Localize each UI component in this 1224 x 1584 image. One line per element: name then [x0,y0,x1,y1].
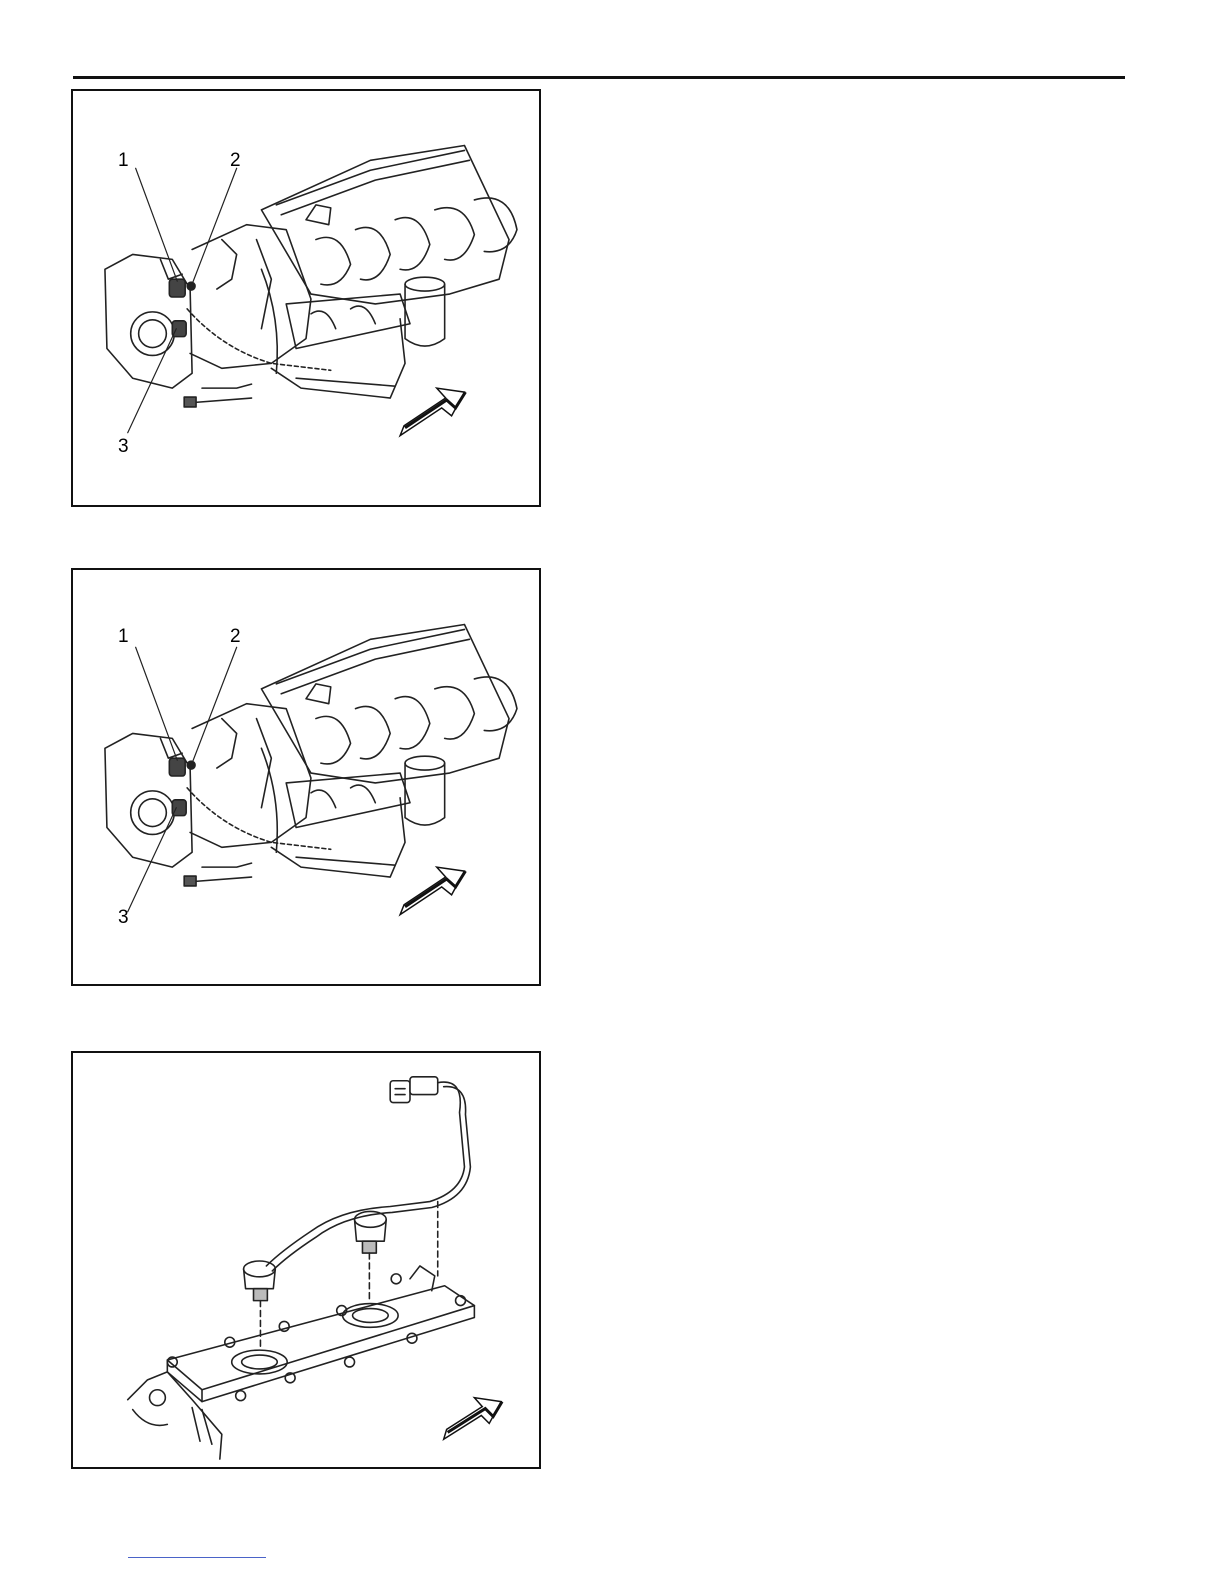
callout-2: 2 [230,151,241,170]
callout-3: 3 [118,437,129,456]
footer-link-underline[interactable] [128,1557,266,1558]
front-direction-arrow [444,1398,502,1440]
engine-illustration [73,91,539,505]
figure-2-engine-side-view: 1 2 3 [71,568,541,986]
header-rule [73,76,1125,79]
callout-2: 2 [230,627,241,646]
callout-1: 1 [118,151,129,170]
callout-3: 3 [118,908,129,927]
engine-illustration [73,570,539,984]
figure-1-engine-side-view: 1 2 3 [71,89,541,507]
valley-cover-harness-illustration [73,1053,539,1467]
callout-1: 1 [118,627,129,646]
front-direction-arrow [400,388,465,436]
front-direction-arrow [400,867,465,915]
figure-3-knock-sensor-harness [71,1051,541,1469]
